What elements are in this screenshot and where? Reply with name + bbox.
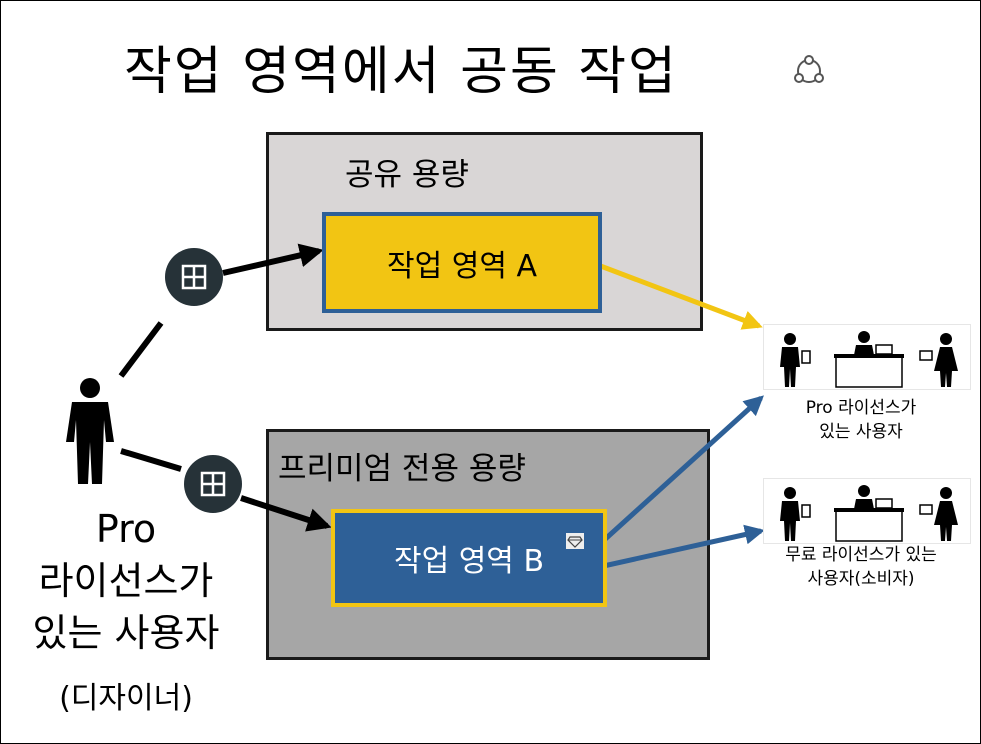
- designer-role-label: (디자이너): [59, 681, 193, 716]
- free-users-illustration: [763, 478, 971, 544]
- free-users-label-line1: 무료 라이선스가 있는: [785, 545, 937, 565]
- person-icon: [854, 485, 874, 509]
- arrow-workspace-b-to-pro-users: [579, 395, 764, 563]
- designer-label-line1: Pro: [95, 507, 157, 551]
- arrow-workspace-b-to-free-users: [580, 524, 765, 574]
- share-icon: [791, 53, 827, 89]
- pro-users-illustration: [763, 324, 971, 390]
- designer-label-line2: 라이선스가: [38, 559, 214, 603]
- designer-label-line3: 있는 사용자: [32, 611, 220, 655]
- arrow-designer-to-workspace-a: [118, 251, 319, 378]
- person-icon: [854, 331, 874, 355]
- workspace-icon: [184, 455, 242, 513]
- workspace-icon: [165, 248, 223, 306]
- workspace-a: 작업 영역 A: [322, 212, 602, 313]
- workspace-b-label: 작업 영역 B: [393, 544, 545, 579]
- person-icon: [780, 333, 800, 387]
- pro-users-label-line2: 있는 사용자: [819, 422, 903, 442]
- page-title: 작업 영역에서 공동 작업: [124, 42, 678, 102]
- person-icon: [62, 376, 118, 484]
- designer-label: Pro 라이선스가 있는 사용자: [1, 503, 251, 659]
- premium-capacity-label: 프리미엄 전용 용량: [278, 451, 526, 487]
- workspace-a-label: 작업 영역 A: [387, 248, 537, 284]
- shared-capacity-label: 공유 용량: [345, 157, 469, 193]
- free-users-label-line2: 사용자(소비자): [807, 569, 915, 589]
- pro-users-label-line1: Pro 라이선스가: [805, 398, 917, 418]
- person-icon: [934, 333, 958, 387]
- person-icon: [780, 487, 800, 541]
- person-icon: [934, 487, 958, 541]
- arrow-designer-to-workspace-b: [120, 448, 327, 526]
- free-users-label: 무료 라이선스가 있는 사용자(소비자): [741, 543, 980, 591]
- diamond-icon: [566, 533, 584, 549]
- pro-users-label: Pro 라이선스가 있는 사용자: [741, 396, 980, 444]
- workspace-b: 작업 영역 B: [331, 509, 607, 607]
